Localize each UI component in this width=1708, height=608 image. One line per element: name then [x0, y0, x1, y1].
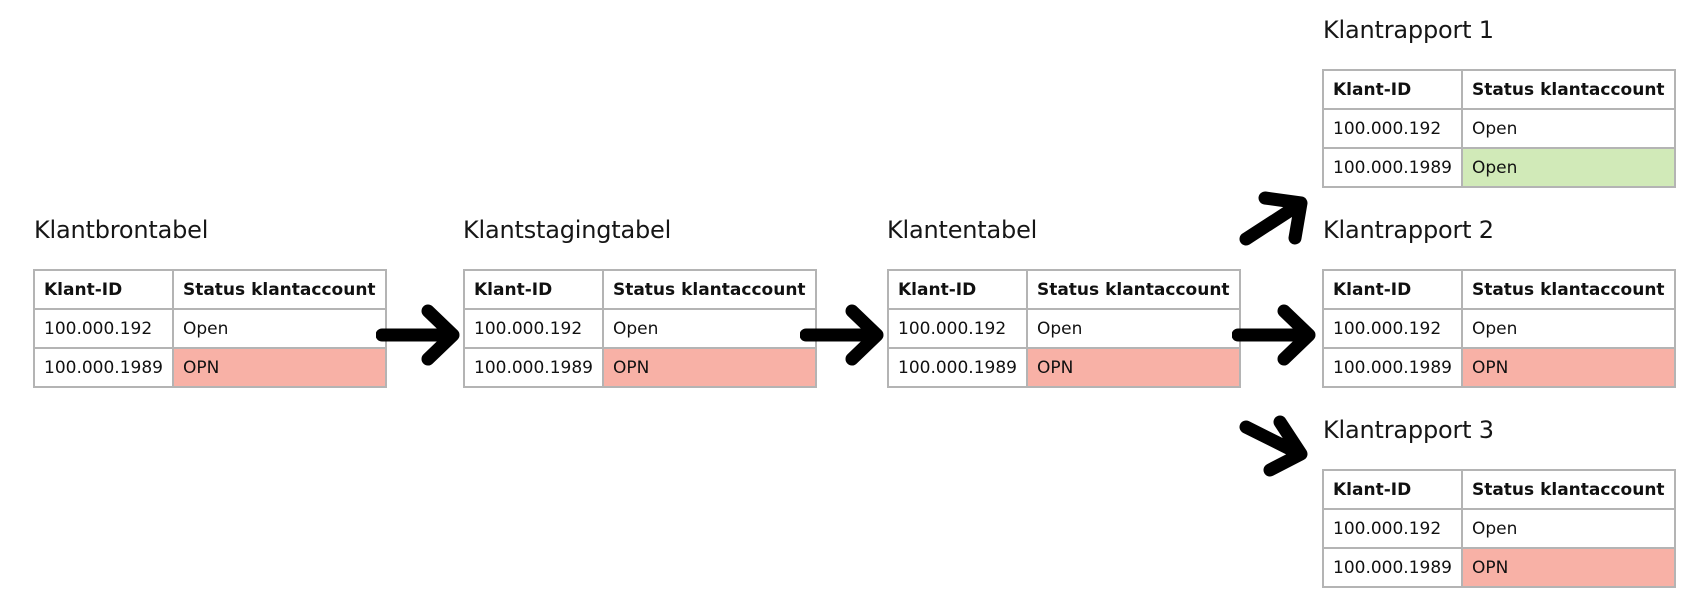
- table-header-row: Klant-ID Status klantaccount: [1322, 269, 1676, 310]
- staging-table-title: Klantstagingtabel: [463, 216, 672, 244]
- table-row: 100.000.192 Open: [1322, 108, 1676, 149]
- cell-status: Open: [1460, 508, 1676, 549]
- arrow-right-icon: [376, 304, 460, 366]
- table-row: 100.000.1989 Open: [1322, 147, 1676, 188]
- table-row: 100.000.192 Open: [1322, 308, 1676, 349]
- report2-block: Klantrapport 2: [1323, 215, 1494, 245]
- column-header-klant-id: Klant-ID: [463, 269, 604, 310]
- cell-status-error: OPN: [1460, 347, 1676, 388]
- column-header-status: Status klantaccount: [1460, 469, 1676, 510]
- table-header-row: Klant-ID Status klantaccount: [1322, 69, 1676, 110]
- table-row: 100.000.1989 OPN: [887, 347, 1241, 388]
- cell-status-error: OPN: [171, 347, 387, 388]
- report2-table: Klant-ID Status klantaccount 100.000.192…: [1322, 269, 1676, 388]
- cell-klant-id: 100.000.1989: [1322, 147, 1463, 188]
- arrow-right-icon: [800, 304, 884, 366]
- table-header-row: Klant-ID Status klantaccount: [887, 269, 1241, 310]
- cell-status: Open: [1460, 108, 1676, 149]
- cell-status: Open: [601, 308, 817, 349]
- column-header-klant-id: Klant-ID: [33, 269, 174, 310]
- arrow-up-right-icon: [1239, 191, 1308, 246]
- column-header-klant-id: Klant-ID: [1322, 269, 1463, 310]
- cell-klant-id: 100.000.192: [887, 308, 1028, 349]
- staging-table-block: Klantstagingtabel: [463, 215, 671, 245]
- table-row: 100.000.1989 OPN: [1322, 347, 1676, 388]
- cell-klant-id: 100.000.1989: [33, 347, 174, 388]
- table-row: 100.000.1989 OPN: [463, 347, 817, 388]
- cell-klant-id: 100.000.1989: [1322, 547, 1463, 588]
- table-header-row: Klant-ID Status klantaccount: [33, 269, 387, 310]
- table-header-row: Klant-ID Status klantaccount: [463, 269, 817, 310]
- source-table-title: Klantbrontabel: [34, 216, 209, 244]
- report3-table: Klant-ID Status klantaccount 100.000.192…: [1322, 469, 1676, 588]
- cell-status-error: OPN: [1025, 347, 1241, 388]
- table-row: 100.000.1989 OPN: [33, 347, 387, 388]
- table-row: 100.000.192 Open: [33, 308, 387, 349]
- source-table-block: Klantbrontabel: [34, 215, 208, 245]
- report1-title: Klantrapport 1: [1323, 16, 1494, 44]
- cell-status-error: OPN: [601, 347, 817, 388]
- cell-klant-id: 100.000.192: [1322, 108, 1463, 149]
- column-header-klant-id: Klant-ID: [887, 269, 1028, 310]
- cell-klant-id: 100.000.192: [1322, 308, 1463, 349]
- cell-status-ok: Open: [1460, 147, 1676, 188]
- customer-table-title: Klantentabel: [887, 216, 1038, 244]
- column-header-status: Status klantaccount: [1025, 269, 1241, 310]
- column-header-klant-id: Klant-ID: [1322, 469, 1463, 510]
- report3-title: Klantrapport 3: [1323, 416, 1494, 444]
- report3-block: Klantrapport 3: [1323, 415, 1494, 445]
- cell-klant-id: 100.000.192: [33, 308, 174, 349]
- column-header-klant-id: Klant-ID: [1322, 69, 1463, 110]
- cell-klant-id: 100.000.1989: [887, 347, 1028, 388]
- customer-table-block: Klantentabel: [887, 215, 1037, 245]
- cell-klant-id: 100.000.1989: [1322, 347, 1463, 388]
- arrow-right-icon: [1232, 304, 1316, 366]
- cell-status: Open: [1025, 308, 1241, 349]
- column-header-status: Status klantaccount: [171, 269, 387, 310]
- staging-table: Klant-ID Status klantaccount 100.000.192…: [463, 269, 817, 388]
- cell-klant-id: 100.000.1989: [463, 347, 604, 388]
- table-header-row: Klant-ID Status klantaccount: [1322, 469, 1676, 510]
- cell-status: Open: [1460, 308, 1676, 349]
- column-header-status: Status klantaccount: [1460, 69, 1676, 110]
- table-row: 100.000.192 Open: [887, 308, 1241, 349]
- table-row: 100.000.192 Open: [1322, 508, 1676, 549]
- report1-table: Klant-ID Status klantaccount 100.000.192…: [1322, 69, 1676, 188]
- cell-status: Open: [171, 308, 387, 349]
- source-table: Klant-ID Status klantaccount 100.000.192…: [33, 269, 387, 388]
- cell-klant-id: 100.000.192: [463, 308, 604, 349]
- report1-block: Klantrapport 1: [1323, 15, 1494, 45]
- table-row: 100.000.1989 OPN: [1322, 547, 1676, 588]
- column-header-status: Status klantaccount: [601, 269, 817, 310]
- report2-title: Klantrapport 2: [1323, 216, 1494, 244]
- cell-status-error: OPN: [1460, 547, 1676, 588]
- column-header-status: Status klantaccount: [1460, 269, 1676, 310]
- customer-table: Klant-ID Status klantaccount 100.000.192…: [887, 269, 1241, 388]
- table-row: 100.000.192 Open: [463, 308, 817, 349]
- cell-klant-id: 100.000.192: [1322, 508, 1463, 549]
- arrow-down-right-icon: [1239, 415, 1308, 477]
